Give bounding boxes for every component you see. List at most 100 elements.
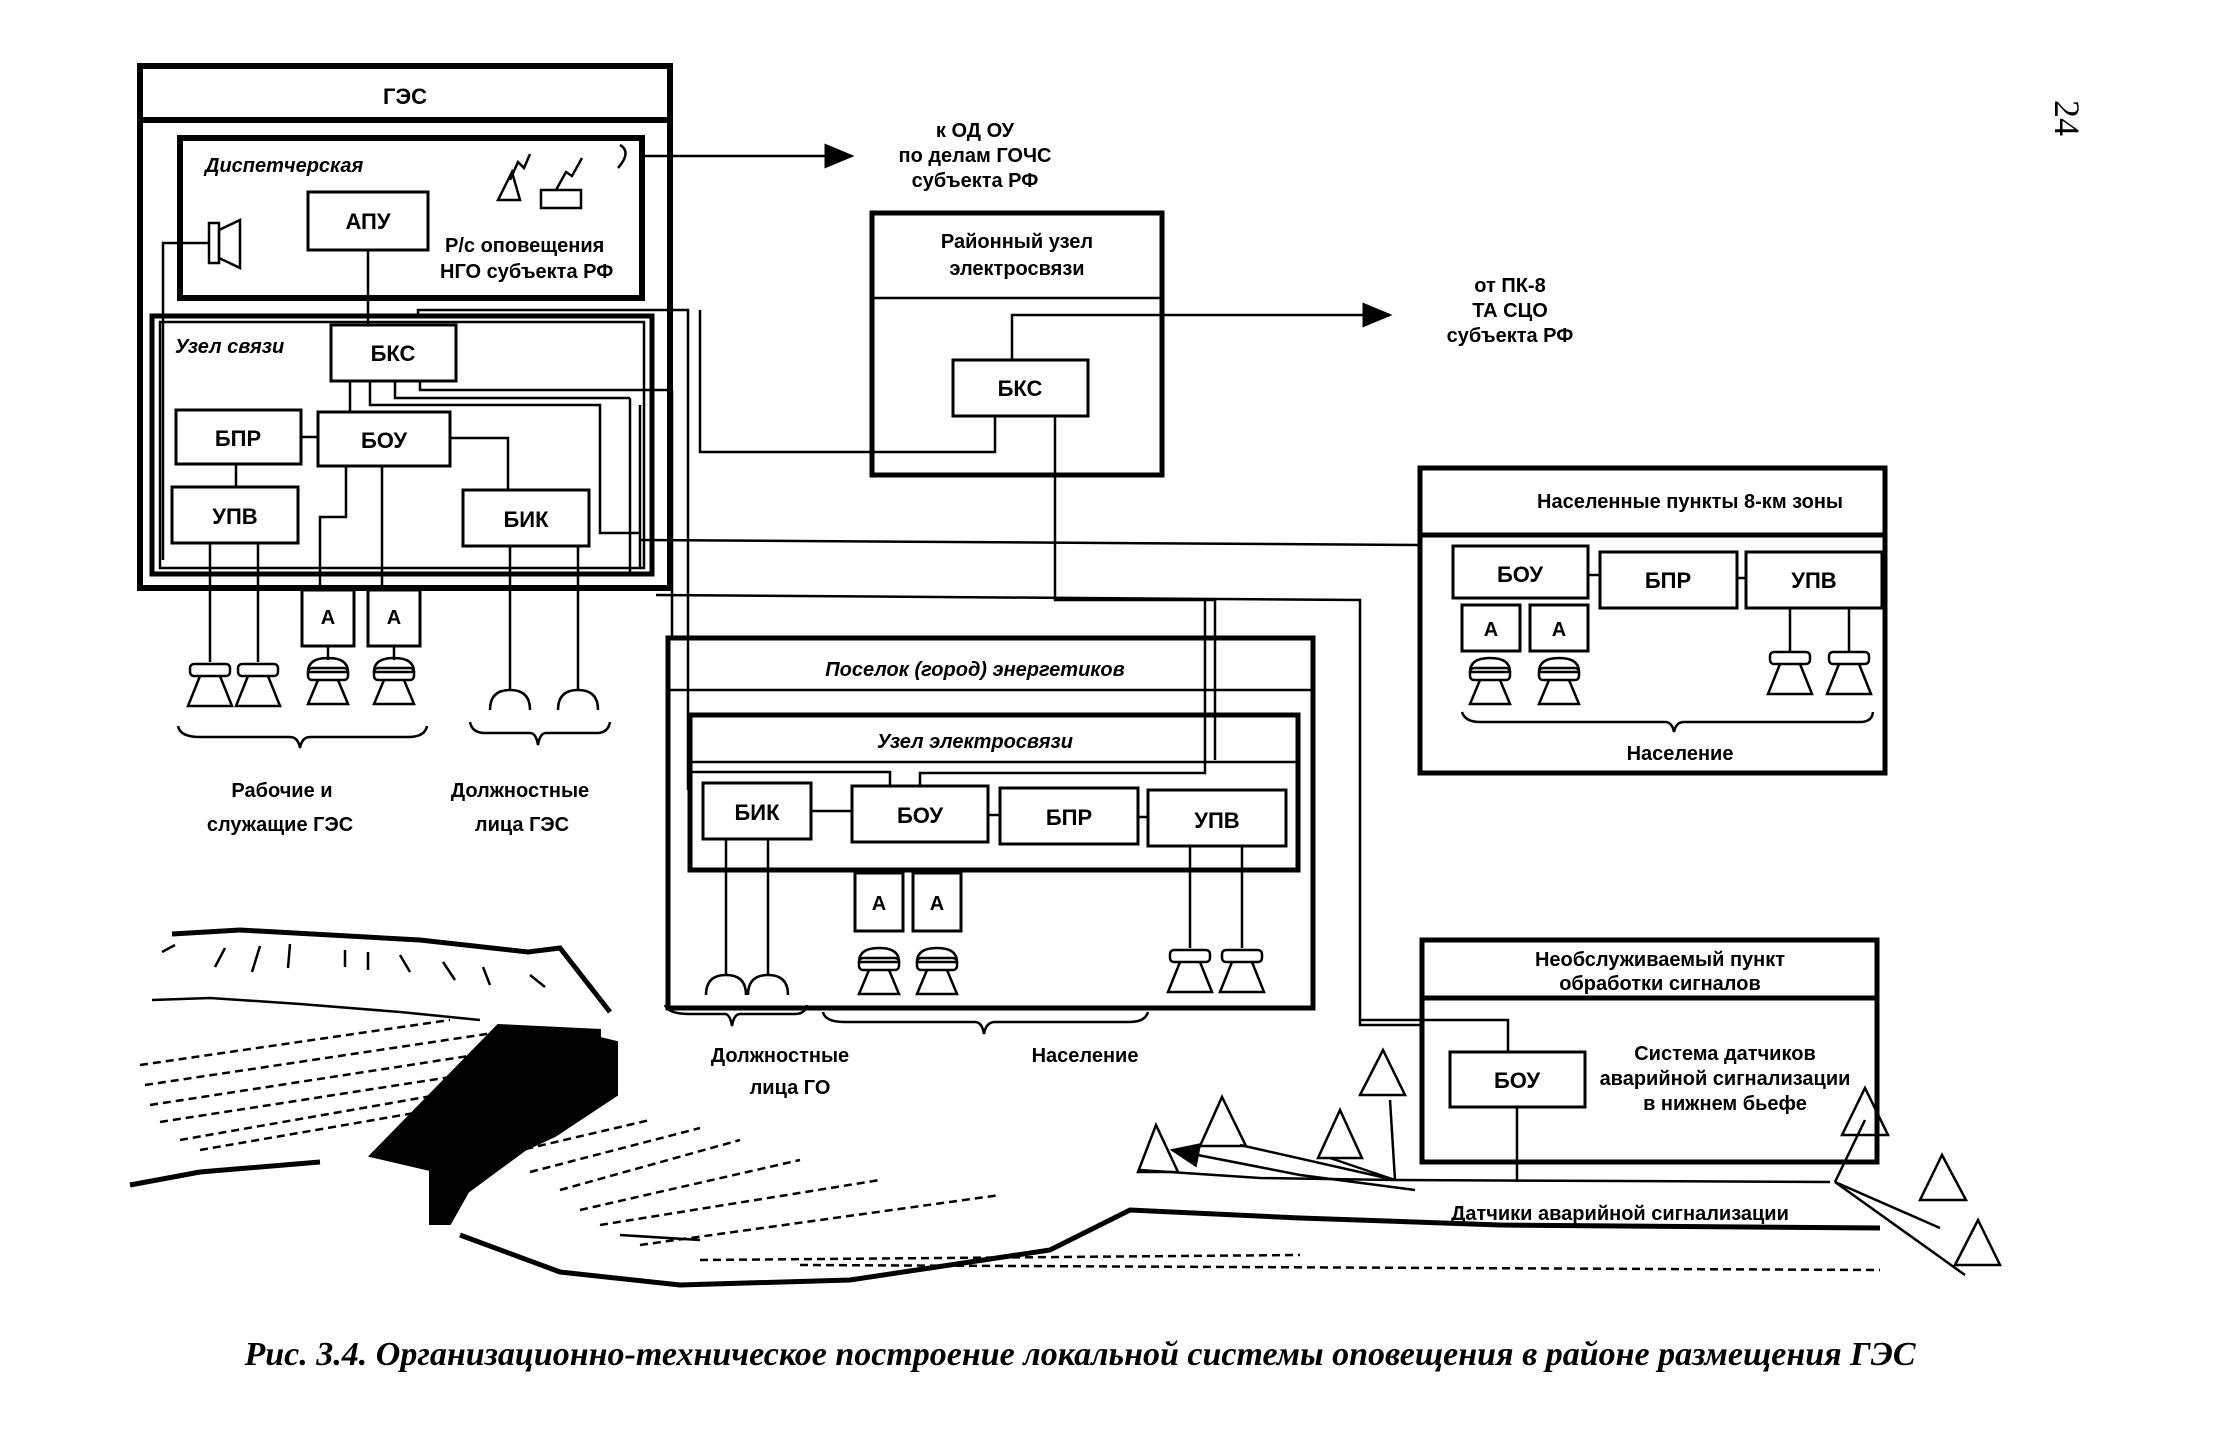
settle-bpr-label: БПР — [1645, 568, 1691, 593]
ges-upv-label: УПВ — [212, 504, 257, 529]
sensor-triangle-icon — [1839, 1085, 1891, 1137]
radio-line1: Р/с оповещения — [445, 235, 604, 257]
town-upv-label: УПВ — [1194, 808, 1239, 833]
district-node: Районный узел электросвязи БКС — [698, 210, 1393, 760]
sensors-text-1: Система датчиков — [1634, 1043, 1816, 1065]
dome-speaker-icon — [306, 656, 350, 706]
settle-bou-box — [1451, 544, 1590, 600]
officials-label-1: Должностные — [451, 780, 589, 802]
dome-speaker-icon — [915, 946, 959, 996]
brace-settlements — [1460, 711, 1875, 733]
horn-speaker-icon — [234, 662, 282, 708]
ges-amp-2 — [366, 588, 422, 648]
ges-upv-box — [170, 485, 300, 545]
workers-label-1: Рабочие и — [231, 780, 332, 802]
town-population: Население — [1032, 1045, 1139, 1067]
town-node-title: Узел электросвязи — [877, 731, 1073, 753]
town-amp-2 — [911, 871, 963, 933]
dome-speaker-icon — [372, 656, 416, 706]
dispatch-room — [177, 135, 645, 301]
sensor-triangle-icon — [1198, 1094, 1249, 1148]
dome-speaker-icon — [1468, 656, 1512, 706]
sensor-network: Датчики аварийной сигнализации — [1136, 1047, 2003, 1277]
unattended-block: Необслуживаемый пункт обработки сигналов… — [1360, 937, 1880, 1182]
settle-upv-label: УПВ — [1791, 568, 1836, 593]
sensor-triangle-icon — [1316, 1106, 1364, 1160]
from-pk8-1: от ПК-8 — [1474, 275, 1545, 297]
town-amp-1 — [853, 871, 905, 933]
unattended-title-2: обработки сигналов — [1559, 973, 1761, 995]
town-bpr-label: БПР — [1046, 805, 1092, 830]
arrow-from-pk8 — [1010, 302, 1393, 360]
district-bks-label: БКС — [998, 376, 1043, 401]
radio-line2: НГО субъекта РФ — [440, 261, 613, 283]
town-title: Поселок (город) энергетиков — [825, 659, 1124, 681]
settle-amp-1 — [1460, 603, 1522, 653]
from-pk8-2: ТА СЦО — [1472, 300, 1548, 322]
town-bou-label: БОУ — [897, 803, 943, 828]
ges-terminals: А А Рабочие и служащие ГЭС Должностные л… — [176, 543, 612, 836]
brace-officials — [468, 721, 612, 746]
ges-bks-box — [329, 323, 458, 383]
ges-block: ГЭС Диспетчерская АПУ Р/с оповещения НГО… — [137, 63, 690, 640]
horn-speaker-icon — [1766, 650, 1814, 696]
dam-icon — [368, 1023, 618, 1225]
dome-speaker-icon — [1537, 656, 1581, 706]
brace-town-population — [821, 1011, 1150, 1035]
telephone-icon — [704, 973, 748, 997]
page-number: 24 — [2047, 100, 2087, 136]
ges-bik-box — [461, 488, 591, 548]
settlements-title: Населенные пункты 8-км зоны — [1537, 491, 1843, 513]
district-title-1: Районный узел — [941, 231, 1093, 253]
settle-upv-box — [1744, 550, 1884, 610]
ges-bou-label: БОУ — [361, 428, 407, 453]
town-officials-2: лица ГО — [750, 1077, 831, 1099]
unattended-bou-label: БОУ — [1494, 1068, 1540, 1093]
town-block: Поселок (город) энергетиков Узел электро… — [663, 600, 1316, 1099]
settle-amp-2 — [1528, 603, 1590, 653]
settle-bpr-box — [1598, 550, 1739, 610]
terrain — [129, 927, 1881, 1288]
apu-box — [306, 190, 430, 252]
radio-output-icon — [617, 143, 627, 169]
unattended-title-1: Необслуживаемый пункт — [1535, 949, 1785, 971]
svg-text:А: А — [872, 893, 886, 915]
to-od-ou-2: по делам ГОЧС — [899, 145, 1052, 167]
officials-label-2: лица ГЭС — [475, 814, 569, 836]
radio-antenna-icon — [495, 153, 532, 202]
workers-label-2: служащие ГЭС — [207, 814, 353, 836]
to-od-ou-1: к ОД ОУ — [936, 120, 1015, 142]
sensors-text-3: в нижнем бьефе — [1643, 1093, 1807, 1115]
town-upv-box — [1146, 788, 1288, 848]
figure-caption: Рис. 3.4. Организационно-техническое пос… — [244, 1336, 1916, 1373]
horn-speaker-icon — [1166, 948, 1214, 994]
sensor-triangle-icon — [1357, 1047, 1408, 1097]
to-od-ou-3: субъекта РФ — [912, 170, 1039, 192]
sensor-triangle-icon — [1136, 1121, 1180, 1174]
sensor-triangle-icon — [1952, 1217, 2003, 1267]
loudspeaker-icon — [161, 218, 242, 560]
district-bks-box — [951, 358, 1090, 418]
sensors-label: Датчики аварийной сигнализации — [1451, 1203, 1789, 1225]
ges-bpr-label: БПР — [215, 426, 261, 451]
sensors-text-2: аварийной сигнализации — [1600, 1068, 1851, 1090]
dome-speaker-icon — [857, 946, 901, 996]
brace-town-officials — [663, 1004, 809, 1027]
settlements-block: Населенные пункты 8-км зоны БОУ БПР УПВ … — [1417, 465, 1888, 776]
district-title-2: электросвязи — [949, 258, 1084, 280]
telephone-icon — [746, 973, 790, 997]
horn-speaker-icon — [1218, 948, 1266, 994]
horn-speaker-icon — [186, 662, 234, 708]
town-bik-box — [701, 781, 813, 841]
ges-bks-label: БКС — [371, 341, 416, 366]
brace-workers — [176, 725, 429, 749]
horn-speaker-icon — [1825, 650, 1873, 696]
sensor-triangle-icon — [1917, 1152, 1969, 1202]
svg-text:А: А — [387, 607, 401, 629]
town-officials-1: Должностные — [711, 1045, 849, 1067]
svg-text:А: А — [930, 893, 944, 915]
town-bik-label: БИК — [734, 800, 780, 825]
telephone-icon — [488, 688, 532, 712]
comm-node-label: Узел связи — [175, 336, 284, 358]
